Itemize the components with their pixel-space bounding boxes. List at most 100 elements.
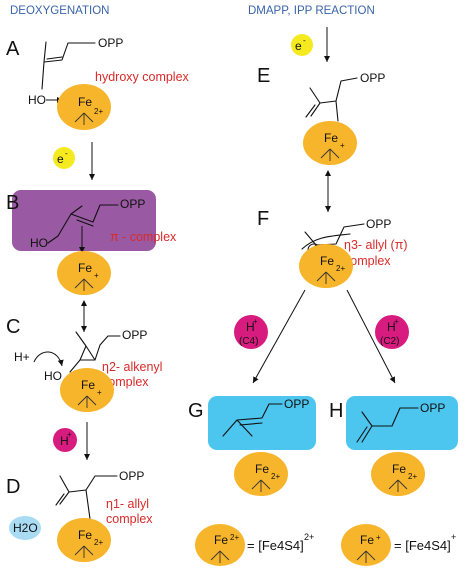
step-a-label: A <box>6 38 20 60</box>
svg-text:+: + <box>67 430 72 439</box>
step-f-fe: Fe <box>320 254 334 268</box>
step-c-proton: H+ <box>14 350 30 364</box>
legend-fe2-cluster <box>195 524 245 566</box>
legend-fe1-cluster <box>341 524 391 566</box>
step-a-opp: OPP <box>98 36 123 50</box>
proton-icon <box>53 428 77 452</box>
step-d-fe: Fe <box>78 528 92 542</box>
step-c-label: C <box>6 316 20 338</box>
electron-label: e <box>57 152 64 166</box>
step-d: D OPP η1- allyl complex H2O Fe 2+ <box>6 469 153 562</box>
step-f: F OPP − η3- allyl (π) complex Fe 2+ <box>257 208 408 288</box>
step-a-skeleton <box>41 41 96 90</box>
step-c-hydroxyl: HO <box>44 369 62 383</box>
step-b-fe: Fe <box>78 261 92 275</box>
step-g-opp: OPP <box>284 397 309 411</box>
step-c-name-2: complex <box>102 375 149 389</box>
step-b-name: π - complex <box>110 230 177 244</box>
proton-label: H <box>60 434 69 448</box>
proton-c2-label: (C2) <box>380 336 399 347</box>
product-h-box <box>346 396 458 450</box>
step-d-opp: OPP <box>119 469 144 483</box>
step-h-skeleton <box>361 407 419 443</box>
step-d-fe-cluster <box>57 518 111 562</box>
step-g: G OPP Fe 2+ <box>188 396 316 496</box>
step-b-fe-cluster <box>57 251 111 295</box>
step-e: E OPP Fe + <box>257 65 385 165</box>
step-a-hydroxyl: HO <box>28 93 46 107</box>
step-a: A OPP HO hydroxy complex Fe 2+ <box>6 36 190 130</box>
step-e-skeleton <box>309 77 358 117</box>
legend-fe2: Fe <box>214 533 228 547</box>
svg-text:H: H <box>387 320 396 334</box>
step-b: B OPP HO π - complex Fe + <box>6 190 177 295</box>
electron-icon <box>53 147 75 169</box>
step-d-name-2: complex <box>106 512 153 526</box>
svg-text:2+: 2+ <box>230 533 239 542</box>
step-f-opp: OPP <box>366 217 391 231</box>
proton-c4-label: (C4) <box>239 336 258 347</box>
step-b-skeleton <box>57 204 119 237</box>
step-a-charge: 2+ <box>94 107 103 116</box>
svg-text:-: - <box>65 149 68 158</box>
step-c-fe-cluster <box>60 368 114 412</box>
water-icon <box>9 516 41 540</box>
step-b-charge: + <box>94 271 99 280</box>
svg-text:+: + <box>376 533 381 542</box>
step-d-charge: 2+ <box>94 538 103 547</box>
step-b-hydroxyl: HO <box>30 236 48 250</box>
proton-c2-icon <box>375 315 409 349</box>
step-d-skeleton <box>59 475 118 527</box>
step-h-opp: OPP <box>420 401 445 415</box>
step-h: H OPP Fe 2+ <box>329 396 458 496</box>
step-g-label: G <box>188 400 204 422</box>
step-a-fe: Fe <box>78 95 92 109</box>
step-e-label: E <box>257 65 270 87</box>
step-c-charge: + <box>97 388 102 397</box>
header-deoxygenation: DEOXYGENATION <box>10 5 109 17</box>
step-g-charge: 2+ <box>271 472 280 481</box>
step-g-skeleton <box>222 403 283 437</box>
svg-text:+: + <box>451 532 456 542</box>
step-e-opp: OPP <box>360 71 385 85</box>
legend-eq-plus: = [Fe4S4] <box>394 538 451 553</box>
step-d-name-1: η1- allyl <box>106 497 149 511</box>
step-c-fe: Fe <box>81 378 95 392</box>
step-e-fe-cluster <box>303 121 357 165</box>
svg-text:+: + <box>253 317 258 326</box>
header-dmapp-ipp: DMAPP, IPP REACTION <box>248 5 375 17</box>
electron-icon-right <box>291 34 313 56</box>
step-g-fe: Fe <box>255 462 269 476</box>
proton-c4-icon <box>234 315 268 349</box>
step-h-fe: Fe <box>392 462 406 476</box>
step-e-fe: Fe <box>324 131 338 145</box>
step-b-opp: OPP <box>120 197 145 211</box>
step-c-name-1: η2- alkenyl <box>102 360 162 374</box>
step-h-label: H <box>329 400 343 422</box>
svg-text:H: H <box>246 320 255 334</box>
legend-eq-2plus: = [Fe4S4] <box>247 538 304 553</box>
step-g-fe-cluster <box>234 452 288 496</box>
svg-text:-: - <box>303 36 306 45</box>
step-e-charge: + <box>340 141 345 150</box>
step-c-skeleton <box>69 331 121 373</box>
step-d-label: D <box>6 476 20 498</box>
step-f-label: F <box>257 208 269 230</box>
step-f-name-1: η3- allyl (π) <box>344 238 408 252</box>
water-label: H2O <box>13 521 38 535</box>
svg-text:e: e <box>295 39 302 53</box>
step-c-opp: OPP <box>122 328 147 342</box>
step-h-fe-cluster <box>371 452 425 496</box>
step-b-label: B <box>6 192 19 214</box>
svg-text:+: + <box>394 317 399 326</box>
svg-text:2+: 2+ <box>304 532 314 542</box>
step-f-name-2: complex <box>344 254 391 268</box>
legend: Fe 2+ = [Fe4S4] 2+ Fe + = [Fe4S4] + <box>195 524 456 566</box>
step-a-fe-cluster <box>57 84 111 130</box>
step-h-charge: 2+ <box>408 472 417 481</box>
step-f-charge: 2+ <box>336 264 345 273</box>
step-c: C OPP HO H+ η2- alkenyl complex Fe + <box>6 300 162 412</box>
legend-fe1: Fe <box>360 533 374 547</box>
pi-complex-box <box>12 190 156 251</box>
